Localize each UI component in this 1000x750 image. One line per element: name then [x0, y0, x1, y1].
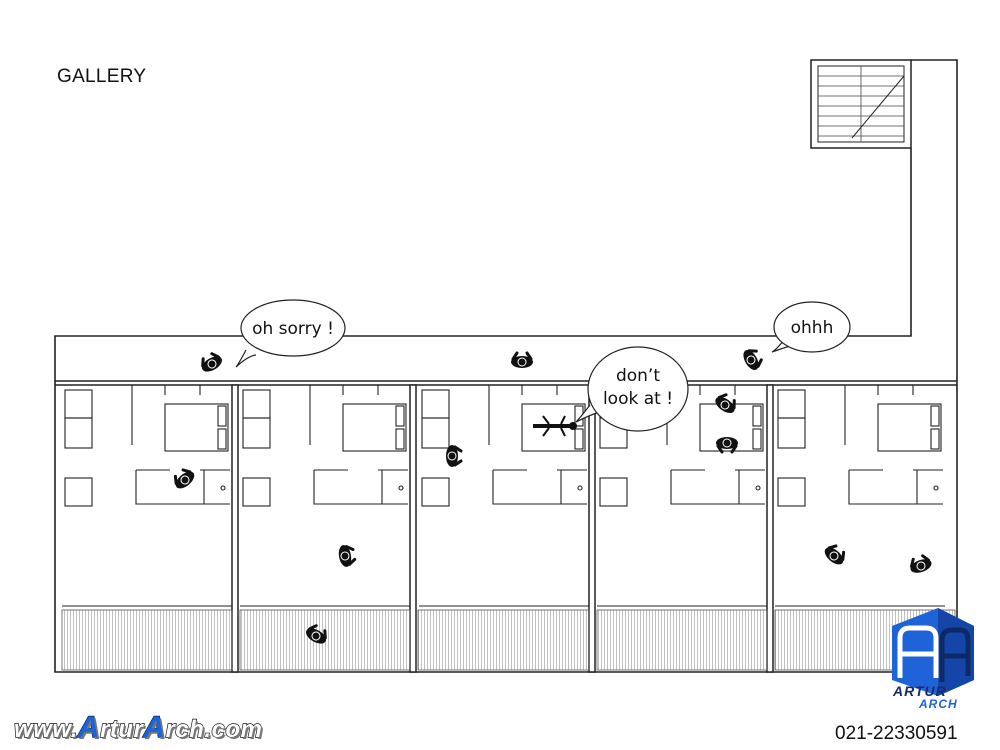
closet-shelf [777, 389, 806, 419]
website-logo[interactable]: www.ArturArch.com [13, 710, 263, 745]
bed-pillow [217, 428, 227, 450]
closet-shelf [777, 417, 806, 449]
bubble-dont-look-line1: don’t [616, 366, 660, 386]
bed-pillow [574, 428, 584, 450]
counter [670, 470, 765, 505]
bubble-ohhh-text: ohhh [791, 318, 834, 338]
closet-shelf [64, 477, 93, 507]
speech-bubble-oh-sorry: oh sorry ! [235, 299, 346, 368]
bubble-dont-look-line2: look at ! [603, 389, 673, 409]
sink-drain [933, 485, 939, 491]
bed-pillow [752, 428, 762, 450]
closet-shelf [599, 477, 628, 507]
rooms [62, 385, 945, 607]
closet-shelf [421, 417, 450, 449]
bed-icon [342, 403, 407, 452]
bed-pillow [752, 405, 762, 427]
room-top-wall [55, 380, 957, 386]
bubble-oh-sorry-text: oh sorry ! [252, 319, 334, 339]
sink-drain [755, 485, 761, 491]
closet-shelf [421, 477, 450, 507]
closet-shelf [242, 389, 271, 419]
sink-drain [220, 485, 226, 491]
balconies [61, 609, 956, 671]
bed-pillow [930, 405, 940, 427]
bed-pillow [395, 428, 405, 450]
room-partitions [231, 384, 774, 673]
closet-shelf [242, 417, 271, 449]
bed-icon [877, 403, 942, 452]
counter [313, 470, 408, 505]
bed-icon [164, 403, 229, 452]
bed-pillow [930, 428, 940, 450]
website-a1: A [77, 710, 100, 744]
phone-number: 021-22330591 [835, 723, 958, 744]
staircase [810, 59, 912, 149]
closet-shelf [242, 477, 271, 507]
counter [848, 470, 943, 505]
bed-pillow [217, 405, 227, 427]
website-a2: A [143, 710, 166, 744]
closet-shelf [64, 389, 93, 419]
gallery-walls [54, 59, 958, 673]
bed-pillow [395, 405, 405, 427]
closet-shelf [64, 417, 93, 449]
sink-drain [577, 485, 583, 491]
brand-name-sub: ARCH [919, 697, 958, 711]
closet-shelf [421, 389, 450, 419]
artur-arch-logo-icon [892, 608, 974, 696]
speech-bubble-dont-look: don’t look at ! [575, 346, 689, 432]
website-prefix: www. [13, 715, 78, 743]
website-suffix: rch.com [165, 715, 263, 743]
counter [492, 470, 587, 505]
gallery-label: GALLERY [57, 66, 147, 87]
bed-icon [521, 403, 586, 452]
counter [135, 470, 230, 505]
people [169, 344, 935, 649]
sink-drain [398, 485, 404, 491]
speech-bubble-ohhh: ohhh [771, 301, 851, 353]
brand-name-main: ARTUR [893, 683, 947, 699]
closet-shelf [777, 477, 806, 507]
website-mid: rtur [99, 715, 144, 743]
